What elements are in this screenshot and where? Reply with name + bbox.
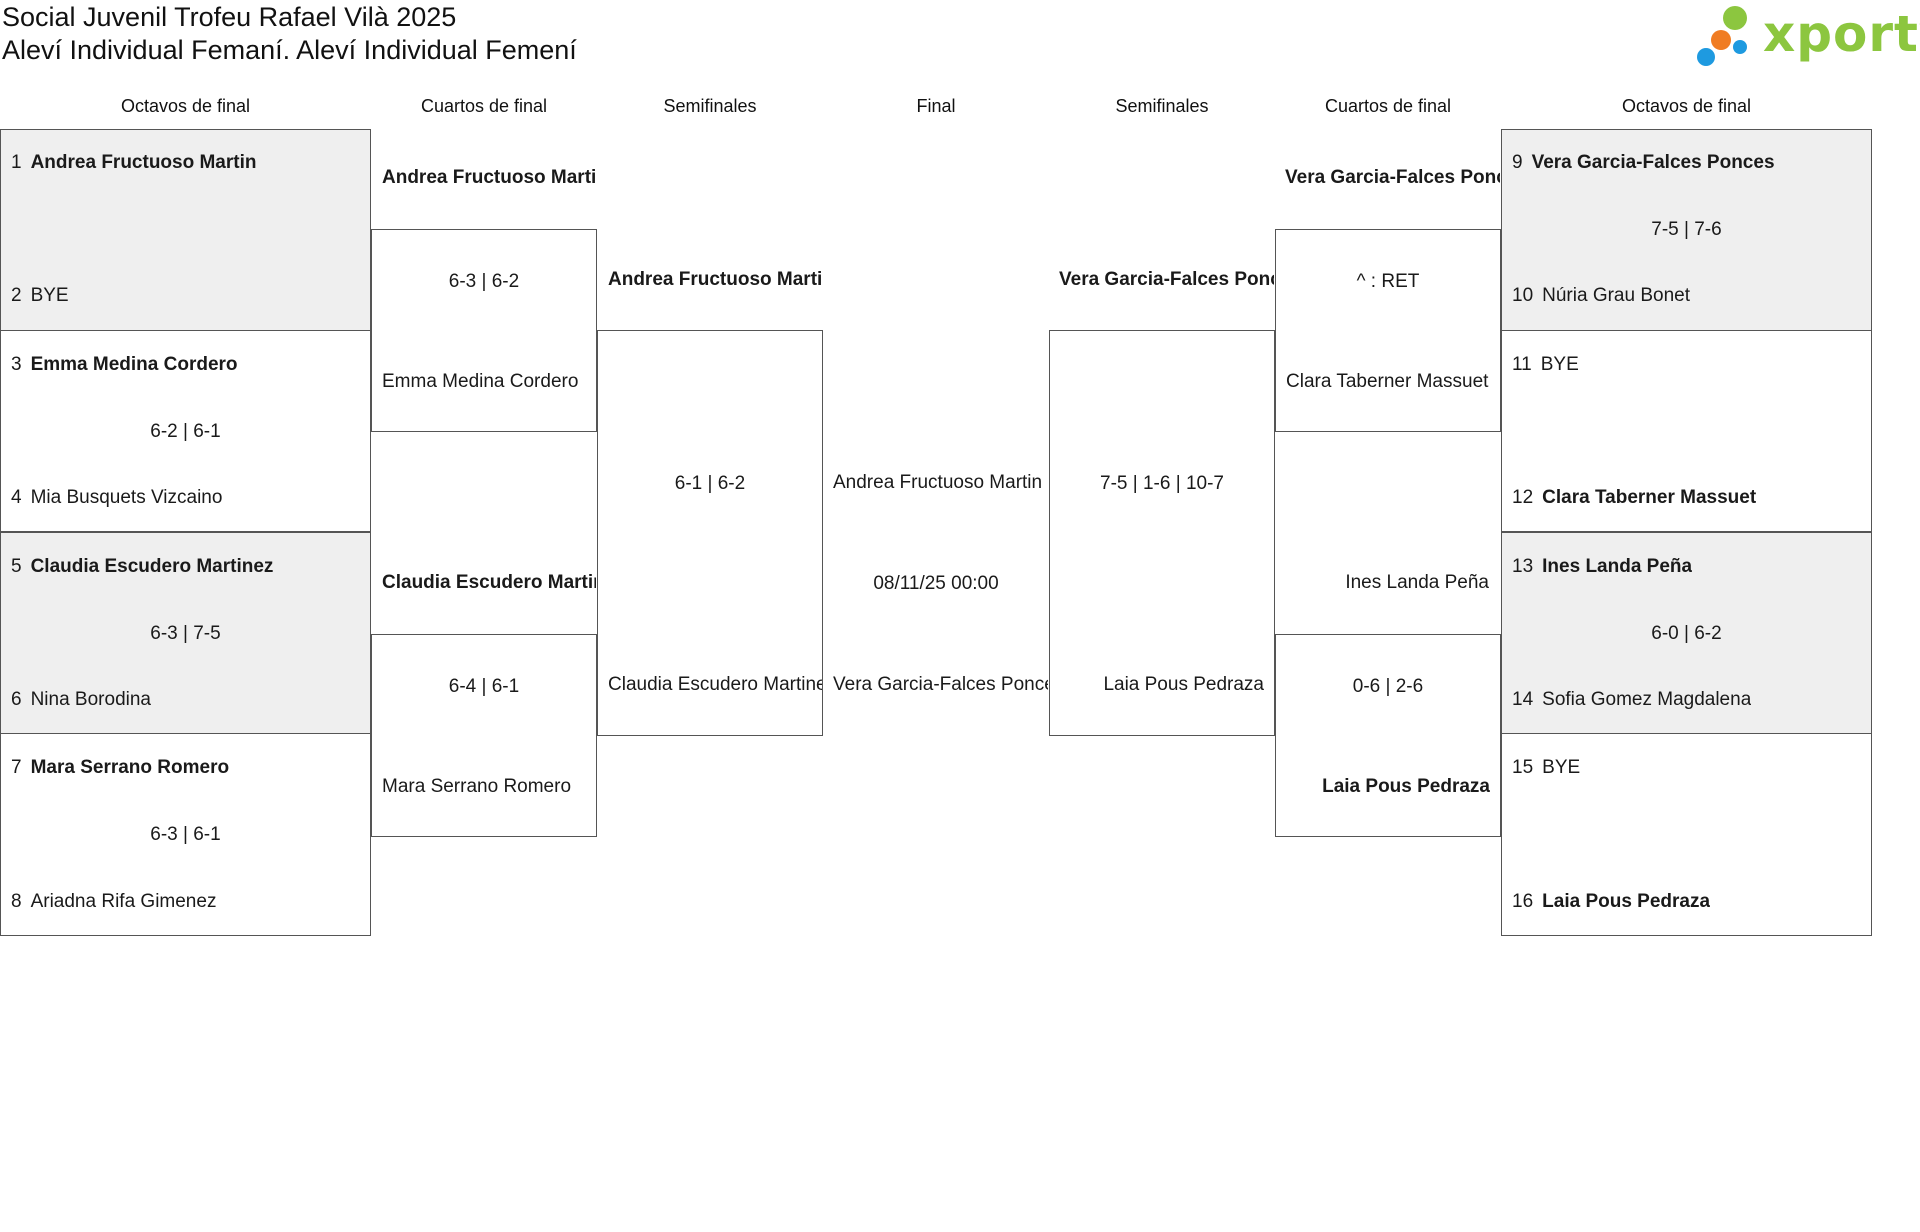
round-label-final: Final xyxy=(916,96,956,116)
player-bottom: Claudia Escudero Martinez xyxy=(608,674,822,695)
logo-dot-green xyxy=(1723,6,1747,30)
match-score: 7-5 | 7-6 xyxy=(1651,219,1722,240)
category-title: Aleví Individual Femaní. Aleví Individua… xyxy=(2,35,577,65)
match-score: 0-6 | 2-6 xyxy=(1352,676,1424,697)
match-box-qf-right-1: ^ : RET Clara Taberner Massuet xyxy=(1275,229,1501,432)
player-bottom: Mara Serrano Romero xyxy=(382,776,572,797)
logo-dot-orange xyxy=(1711,30,1731,50)
final-date: 08/11/25 00:00 xyxy=(873,573,999,594)
player-bottom: Laia Pous Pedraza xyxy=(1103,674,1264,695)
round-label-left-qf: Cuartos de final xyxy=(420,96,548,116)
player-bottom: Emma Medina Cordero xyxy=(382,371,579,392)
round-label-right-qf: Cuartos de final xyxy=(1324,96,1452,116)
match-box-sf-right: 7-5 | 1-6 | 10-7 Laia Pous Pedraza xyxy=(1049,330,1275,736)
final-top-player: Andrea Fructuoso Martin xyxy=(833,472,1043,493)
qf-left-1-top-player: Andrea Fructuoso Martin xyxy=(382,167,596,188)
sf-left-top-player: Andrea Fructuoso Martin xyxy=(608,269,822,290)
match-score: 6-0 | 6-2 xyxy=(1651,623,1722,644)
qf-left-2-top-player: Claudia Escudero Martinez xyxy=(382,572,596,593)
xporty-logo: xporty xyxy=(1697,4,1920,68)
match-score: 6-3 | 6-2 xyxy=(448,271,520,292)
player-bottom: Clara Taberner Massuet xyxy=(1286,371,1489,392)
match-box-qf-left-1: 6-3 | 6-2 Emma Medina Cordero xyxy=(371,229,597,432)
match-score: 6-4 | 6-1 xyxy=(448,676,520,697)
player-bottom: Laia Pous Pedraza xyxy=(1322,776,1490,797)
logo-wordmark: xporty xyxy=(1763,5,1920,63)
sf-right-top-player: Vera Garcia-Falces Ponces xyxy=(1059,269,1274,290)
match-box-qf-right-2: 0-6 | 2-6 Laia Pous Pedraza xyxy=(1275,634,1501,837)
match-score: 6-3 | 7-5 xyxy=(150,623,221,644)
match-box-sf-left: 6-1 | 6-2 Claudia Escudero Martinez xyxy=(597,330,823,736)
logo-dot-blue xyxy=(1697,48,1715,66)
logo-dot-blue-small xyxy=(1733,40,1747,54)
round-label-left-sf: Semifinales xyxy=(663,96,757,116)
match-score: 7-5 | 1-6 | 10-7 xyxy=(1100,473,1224,494)
round-label-left-r16: Octavos de final xyxy=(120,96,251,116)
match-score: ^ : RET xyxy=(1356,271,1420,292)
tournament-title: Social Juvenil Trofeu Rafael Vilà 2025 xyxy=(2,2,457,32)
match-score: 6-3 | 6-1 xyxy=(150,824,221,845)
match-box-qf-left-2: 6-4 | 6-1 Mara Serrano Romero xyxy=(371,634,597,837)
match-score: 6-2 | 6-1 xyxy=(150,421,221,442)
round-label-right-sf: Semifinales xyxy=(1115,96,1209,116)
qf-right-1-top-player: Vera Garcia-Falces Ponces xyxy=(1285,167,1500,188)
qf-right-2-top-player: Ines Landa Peña xyxy=(1345,572,1489,593)
round-label-right-r16: Octavos de final xyxy=(1621,96,1752,116)
match-score: 6-1 | 6-2 xyxy=(674,473,746,494)
final-bottom-player: Vera Garcia-Falces Ponces xyxy=(833,674,1048,695)
